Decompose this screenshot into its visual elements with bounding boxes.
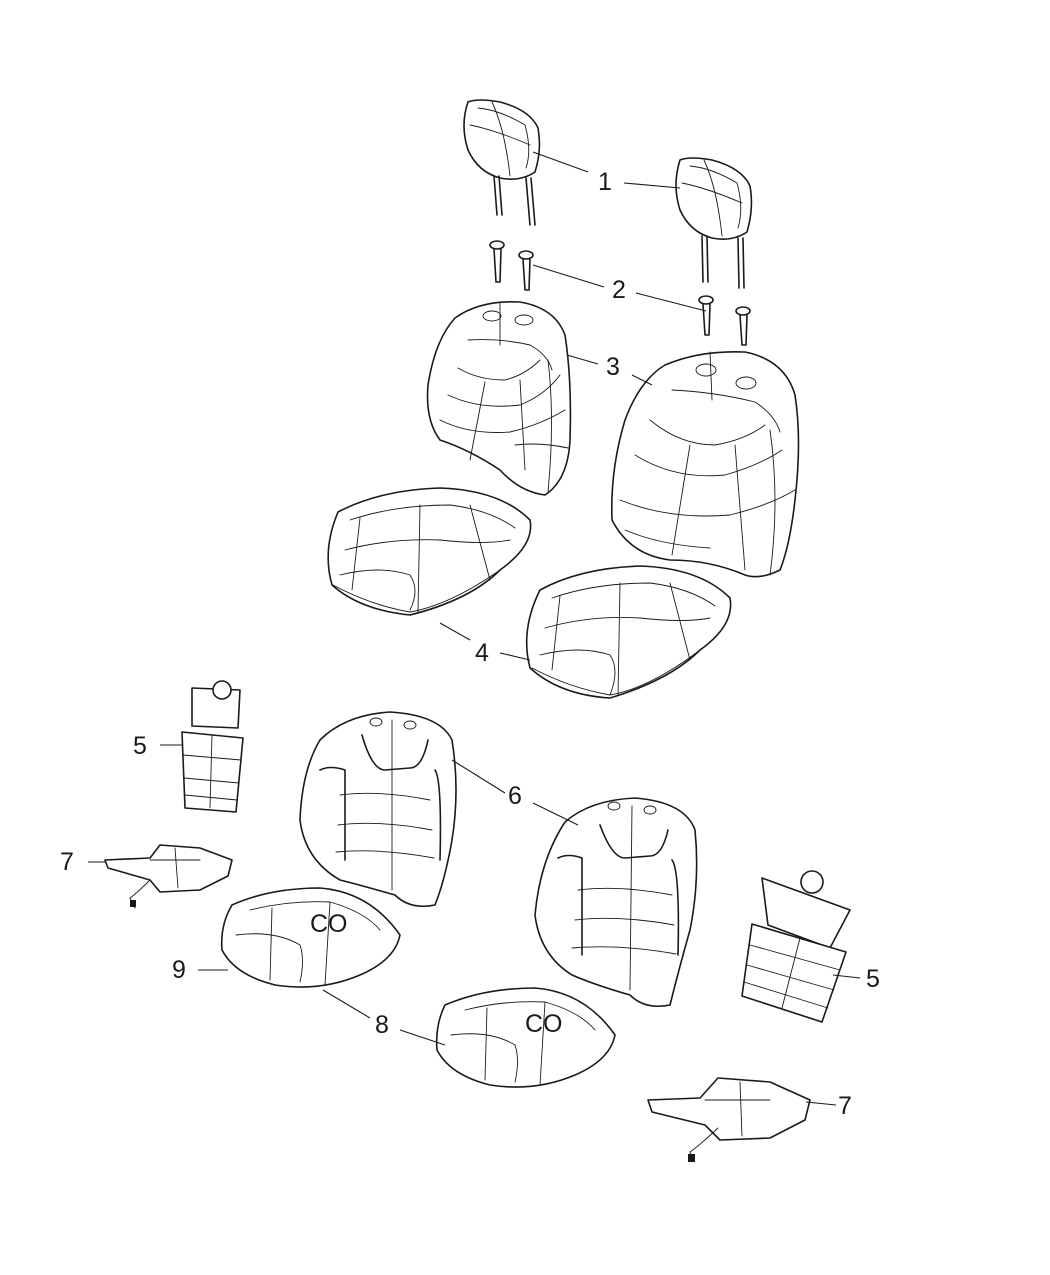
callout-7-left: 7 (60, 848, 74, 876)
heater-mat-back-left (181, 680, 244, 813)
seat-back-cover-left (426, 301, 572, 496)
callout-1: 1 (598, 168, 612, 196)
seat-cushion-cover-left (327, 487, 532, 616)
headrest-left (463, 99, 541, 226)
callout-7-right: 7 (838, 1092, 852, 1120)
callout-5-right: 5 (866, 965, 880, 993)
seat-back-pad-right (534, 797, 698, 1008)
seat-cushion-cover-right (525, 565, 732, 699)
heater-mat-cushion-right (647, 1077, 811, 1162)
callout-4: 4 (475, 639, 489, 667)
callout-3: 3 (606, 353, 620, 381)
callout-2: 2 (612, 276, 626, 304)
heater-mat-back-right (741, 870, 851, 1023)
seat-back-pad-left (299, 711, 457, 908)
seat-back-cover-right (610, 350, 800, 578)
headrest-guides (489, 240, 751, 346)
headrest-right (675, 157, 753, 289)
seat-cushion-pad-left: CO (220, 887, 401, 988)
leader-lines (88, 151, 861, 1106)
callout-5-left: 5 (133, 732, 147, 760)
callout-6: 6 (508, 782, 522, 810)
heater-mat-cushion-left (104, 844, 233, 909)
callout-8: 8 (375, 1011, 389, 1039)
seat-cushion-pad-right: CO (435, 987, 616, 1088)
callout-9: 9 (172, 956, 186, 984)
